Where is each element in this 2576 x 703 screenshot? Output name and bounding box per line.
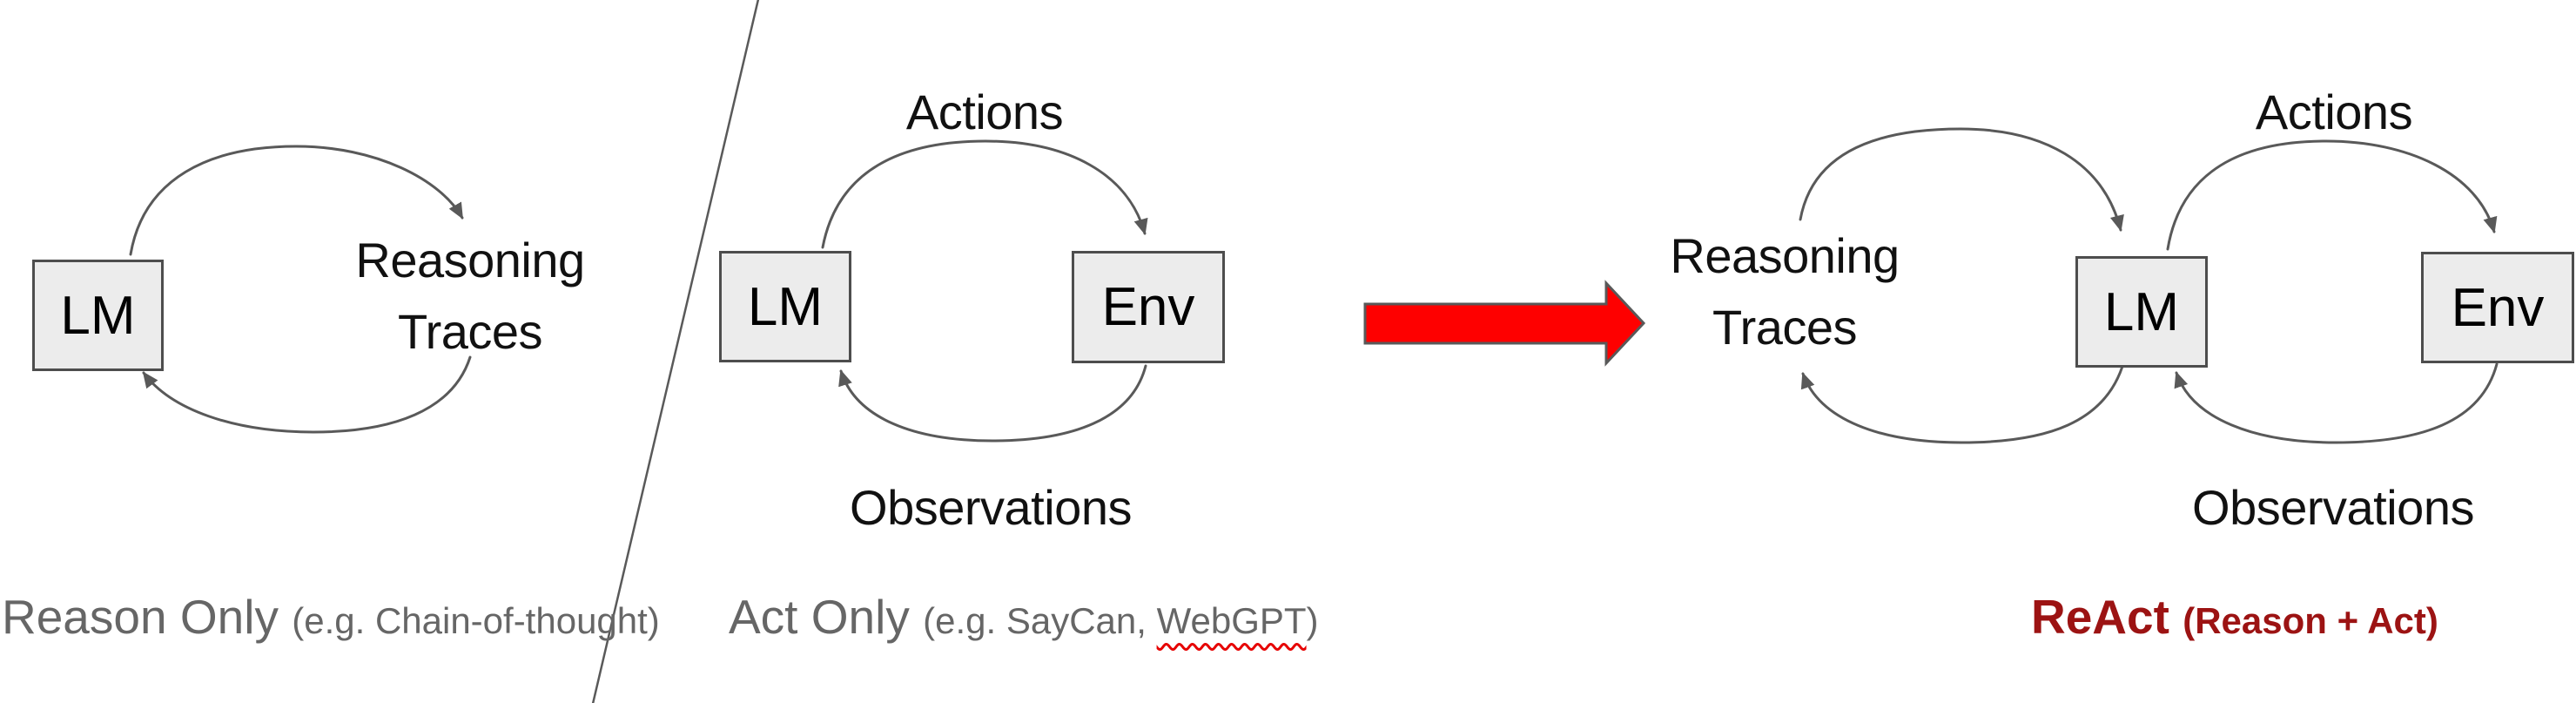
react-lm-box: LM xyxy=(2075,256,2208,368)
reason-loop-top-arc xyxy=(129,145,464,256)
react-reason-loop-top-arc xyxy=(1799,127,2124,232)
reason-only-lm-label: LM xyxy=(60,285,136,346)
act-only-actions-label: Actions xyxy=(905,84,1064,139)
react-actions-arc xyxy=(2166,139,2498,251)
act-only-lm-box: LM xyxy=(719,251,851,362)
act-only-caption-webgpt: WebGPT xyxy=(1156,600,1307,641)
react-reason-loop-bottom-arc xyxy=(1800,359,2126,444)
react-observations-arc xyxy=(2174,362,2499,444)
act-only-env-label: Env xyxy=(1101,277,1195,337)
reason-only-caption-main: Reason Only xyxy=(2,590,279,644)
act-actions-arc xyxy=(821,139,1148,249)
act-only-caption-note-suffix: ) xyxy=(1306,600,1319,641)
react-caption-main: ReAct xyxy=(2031,590,2169,644)
act-only-caption-main: Act Only xyxy=(729,590,910,644)
reason-only-caption: Reason Only (e.g. Chain-of-thought) xyxy=(2,589,660,645)
react-loop-label: Reasoning Traces xyxy=(1670,220,1900,363)
react-actions-label: Actions xyxy=(2255,84,2413,139)
react-observations-label: Observations xyxy=(2192,480,2474,535)
act-observations-arc xyxy=(838,364,1147,443)
react-reasoning-traces-line2: Traces xyxy=(1712,300,1858,355)
act-only-caption-note-prefix: (e.g. SayCan, xyxy=(923,600,1157,641)
reason-loop-bottom-arc xyxy=(142,355,472,434)
reason-only-loop-label: Reasoning Traces xyxy=(355,225,585,368)
react-reasoning-traces-line1: Reasoning xyxy=(1670,228,1900,283)
reason-only-caption-note: (e.g. Chain-of-thought) xyxy=(292,600,660,641)
red-transform-arrow-icon xyxy=(1363,280,1646,367)
act-only-lm-label: LM xyxy=(747,276,824,337)
section-divider-line xyxy=(591,0,760,703)
act-only-caption: Act Only (e.g. SayCan, WebGPT) xyxy=(729,589,1319,645)
act-only-observations-label: Observations xyxy=(850,480,1132,535)
react-env-box: Env xyxy=(2421,252,2574,363)
reason-only-lm-box: LM xyxy=(32,260,164,371)
reasoning-traces-line1: Reasoning xyxy=(355,233,585,287)
reasoning-traces-line2: Traces xyxy=(397,304,543,359)
react-lm-label: LM xyxy=(2103,281,2180,342)
act-only-env-box: Env xyxy=(1072,251,1225,363)
react-caption: ReAct (Reason + Act) xyxy=(2031,589,2438,645)
react-caption-note: (Reason + Act) xyxy=(2183,600,2438,641)
react-env-label: Env xyxy=(2451,277,2545,338)
